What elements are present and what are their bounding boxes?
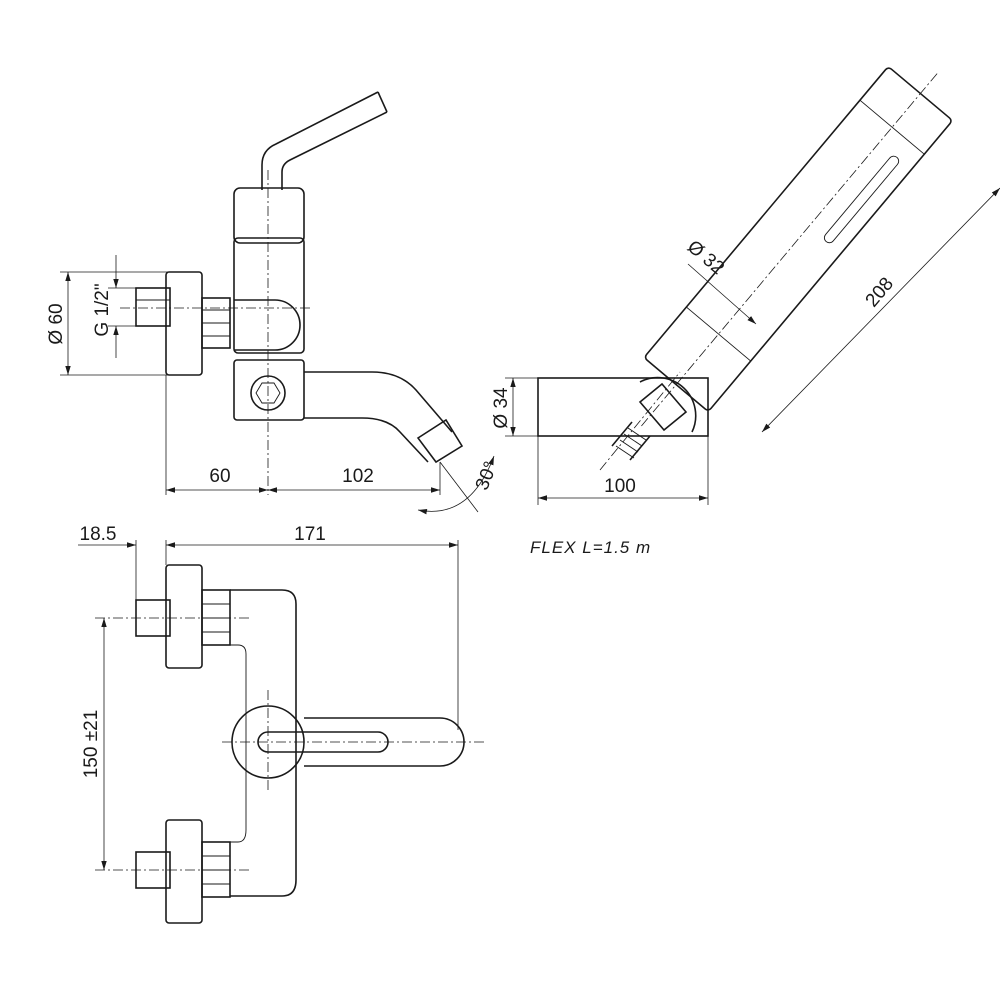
lever-handle (261, 91, 379, 190)
dim-side-spout-reach: 102 (342, 466, 374, 487)
dim-top-overall-length: 171 (294, 524, 326, 545)
dim-side-thread: G 1/2" (92, 283, 113, 336)
dim-side-wall-offset: 60 (209, 466, 230, 487)
spout (304, 371, 453, 433)
dim-hand-length: 208 (862, 274, 898, 312)
top-view: 18.5 171 150 ±21 (78, 524, 485, 924)
hand-shower-view: Ø 32 208 Ø 34 100 (491, 67, 1000, 505)
dim-hand-diameter: Ø 32 (683, 237, 728, 280)
hand-shower (641, 67, 952, 427)
diverter-block (233, 359, 305, 421)
upper-hex-nut (201, 589, 231, 646)
dim-top-centers: 150 ±21 (81, 710, 102, 779)
hex-nut (201, 297, 231, 349)
hose-connector (611, 382, 688, 461)
flex-note: FLEX L=1.5 m (530, 538, 651, 557)
upper-flange (165, 564, 203, 669)
side-view: Ø 60 G 1/2" 60 102 30° (46, 91, 502, 515)
dim-spout-angle: 30° (472, 459, 502, 494)
dim-top-connector-depth: 18.5 (80, 524, 117, 545)
mixer-cap (233, 187, 305, 244)
spout-tip (416, 418, 464, 464)
wall-holder (537, 377, 709, 437)
top-body (230, 589, 297, 897)
dim-holder-length: 100 (604, 476, 636, 497)
lower-hex-nut (201, 841, 231, 898)
spray-nozzles (823, 155, 900, 244)
mixer-body (233, 237, 305, 354)
dim-holder-diameter: Ø 34 (491, 387, 512, 429)
threaded-connector (135, 287, 171, 327)
dim-side-diameter: Ø 60 (46, 303, 67, 344)
lower-flange (165, 819, 203, 924)
wall-flange (165, 271, 203, 376)
